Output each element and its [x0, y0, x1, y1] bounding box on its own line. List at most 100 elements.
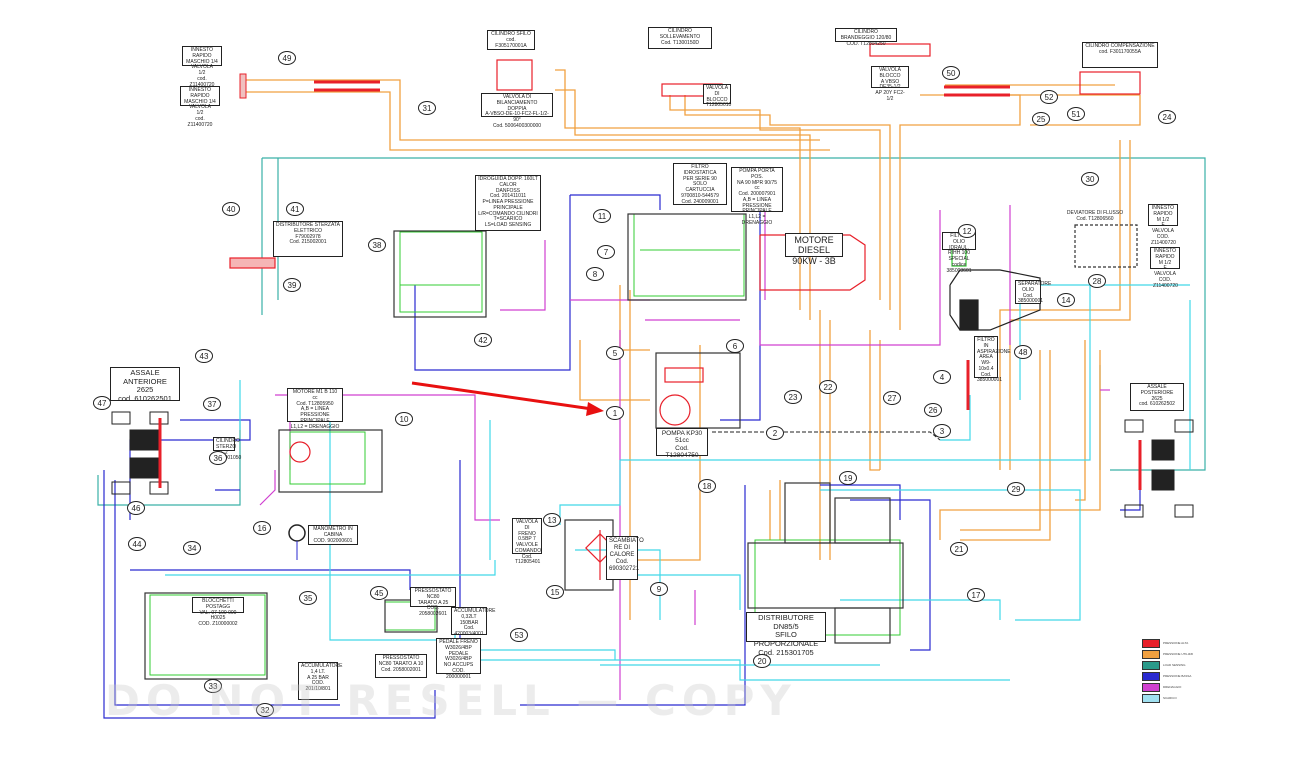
orange-lines: [245, 69, 1141, 620]
red-components: [229, 43, 1141, 580]
label-assale-anteriore: ASSALE ANTERIORE 2625 cod. 610262501: [110, 367, 180, 403]
line-number-29: 29: [1007, 482, 1025, 496]
line-number-15: 15: [546, 585, 564, 599]
line-number-7: 7: [597, 245, 615, 259]
line-number-41: 41: [286, 202, 304, 216]
label-assale-posteriore: ASSALE POSTERIORE 2625 cod. 610262502: [1130, 383, 1184, 411]
teal-lines: [97, 157, 1206, 506]
dashed-line-2: [712, 431, 941, 441]
label-valvola-freno: VALVOLA DI FRENO 0.5BP 7 VALVOLE COMANDO…: [512, 518, 542, 565]
label-motore-diesel: MOTORE DIESEL 90KW - 3B: [785, 233, 843, 266]
line-number-44: 44: [128, 537, 146, 551]
legend-label: PRESSIONE UTILIZZI: [1163, 652, 1194, 656]
orbitrol-body: [393, 230, 487, 318]
label-cilindro-sollevamento: CILINDRO SOLLEVAMENTO Cod. T1300150D: [648, 27, 712, 49]
legend-item: PRESSIONE BASSA: [1142, 671, 1193, 681]
label-valvola-bilanciamento: VALVOLA DI BILANCIAMENTO DOPPIA A-VBSO-D…: [481, 93, 553, 129]
blue-lines: [103, 194, 1141, 719]
label-distributore-sterzata: DISTRIBUTORE STERZATA ELETTRICO F7900297…: [273, 221, 343, 257]
line-number-28: 28: [1088, 274, 1106, 288]
annotation-arrow-line: [411, 381, 593, 411]
line-number-4: 4: [933, 370, 951, 384]
oil-tank: [949, 247, 1041, 331]
label-separatore: SEPARATORE OLIO Cod. 385000001: [1015, 280, 1051, 304]
label-cilindro-brandeggio: CILINDRO BRANDEGGIO 120/80 COD. T1280425…: [835, 28, 897, 46]
label-pressostato-1: PRESSOSTATO NC80 TARATO A 25 COD. 205800…: [410, 587, 456, 617]
line-number-53: 53: [510, 628, 528, 642]
cyan-lines: [165, 284, 1191, 681]
deviatore-body: [1074, 224, 1138, 268]
legend-label: LOAD SENSING: [1163, 663, 1186, 667]
legend-swatch: [1142, 649, 1160, 659]
line-number-3: 3: [933, 424, 951, 438]
legend-item: DRENAGGIO: [1142, 682, 1193, 692]
line-number-1: 1: [606, 406, 624, 420]
line-number-27: 27: [883, 391, 901, 405]
label-innesto-rapido-2: INNESTO RAPIDO MASCHIO 1/4 VALVOLA 1/2 c…: [180, 86, 220, 127]
label-manometro: MANOMETRO IN CABINA COD. 902000601: [308, 525, 358, 545]
label-accumulatore-1: ACCUMULATORE 1,4 LT. A 25 BAR COD. 201/1…: [298, 662, 343, 700]
line-number-20: 20: [753, 654, 771, 668]
line-number-11: 11: [593, 209, 611, 223]
label-valvola-blocco-1: VALVOLA DI BLOCCO T12805010: [703, 84, 731, 108]
legend-swatch: [1142, 671, 1160, 681]
line-number-21: 21: [950, 542, 968, 556]
magenta-lines: [259, 190, 1110, 700]
legend-swatch: [1142, 638, 1160, 648]
label-valvola-blocco-2: VALVOLA BLOCCO A VBSO DE35-1/2 AP 20Y FC…: [871, 66, 909, 102]
legend-item: PRESSIONE UTILIZZI: [1142, 649, 1193, 659]
line-number-13: 13: [543, 513, 561, 527]
line-number-24: 24: [1158, 110, 1176, 124]
label-innesto-rapido-1: INNESTO RAPIDO MASCHIO 1/4 VALVOLA 1/2 c…: [182, 46, 222, 87]
label-cilindro-compensazione: CILINDRO COMPENSAZIONE cod. F301170055A: [1082, 42, 1158, 68]
label-deviatore: DEVIATORE DI FLUSSO Cod. T12806560: [1066, 210, 1124, 222]
label-filtro-idrostatica: FILTRO IDROSTATICA PER SERIE 90 SOLO CAR…: [673, 163, 727, 205]
line-number-33: 33: [204, 679, 222, 693]
line-number-25: 25: [1032, 112, 1050, 126]
line-number-43: 43: [195, 349, 213, 363]
legend-swatch: [1142, 693, 1160, 703]
label-pompa-kp30: POMPA KP30 51cc Cod. T12804750: [656, 428, 708, 459]
line-number-46: 46: [127, 501, 145, 515]
manometer-gauge: [288, 524, 306, 542]
distributore-body: [747, 542, 904, 609]
legend-label: SCARICO: [1163, 696, 1177, 700]
line-number-36: 36: [209, 451, 227, 465]
line-number-17: 17: [967, 588, 985, 602]
line-number-6: 6: [726, 339, 744, 353]
line-number-31: 31: [418, 101, 436, 115]
line-number-40: 40: [222, 202, 240, 216]
line-number-50: 50: [942, 66, 960, 80]
motore-m1-body: [278, 429, 383, 493]
green-lines: [149, 213, 901, 676]
label-pompa-porta: POMPA PORTA POS. NA 90 MPR 90/75 cc Cod.…: [731, 167, 783, 226]
line-number-26: 26: [924, 403, 942, 417]
legend-item: PRESSIONE ALTA: [1142, 638, 1193, 648]
label-accumulatore-2: ACCUMULATORE 0,32LT 150BAR Cod. 420003/4…: [451, 607, 496, 637]
line-number-38: 38: [368, 238, 386, 252]
label-cilindro-sterzo: CILINDRO STERZO 1-2 Z08001050: [213, 437, 241, 461]
line-number-39: 39: [283, 278, 301, 292]
label-filtro-aspirazione: FILTRO IN ASPIRAZIONE AREA W9-10x0.4 Cod…: [974, 336, 1011, 383]
line-number-12: 12: [958, 224, 976, 238]
line-number-47: 47: [93, 396, 111, 410]
pump-block-body: [627, 213, 747, 301]
motor-diesel-outline: [759, 234, 866, 291]
pompa-kp30-body: [655, 352, 741, 429]
line-number-18: 18: [698, 479, 716, 493]
line-number-2: 2: [766, 426, 784, 440]
axle-front: [111, 411, 169, 495]
label-pressostato-2: PRESSOSTATO NC80 TARATO A 10 Cod. 205800…: [375, 654, 427, 678]
line-number-49: 49: [278, 51, 296, 65]
line-number-51: 51: [1067, 107, 1085, 121]
line-number-32: 32: [256, 703, 274, 717]
line-number-14: 14: [1057, 293, 1075, 307]
line-number-8: 8: [586, 267, 604, 281]
line-number-10: 10: [395, 412, 413, 426]
label-innesto-rapido-3: INNESTO RAPIDO M 1/2 F VALVOLA COD. Z114…: [1148, 204, 1178, 245]
line-number-37: 37: [203, 397, 221, 411]
line-number-52: 52: [1040, 90, 1058, 104]
label-distributore-dn85: DISTRIBUTORE DN85/5 SFILO PROPORZIONALE …: [746, 612, 826, 656]
line-number-42: 42: [474, 333, 492, 347]
